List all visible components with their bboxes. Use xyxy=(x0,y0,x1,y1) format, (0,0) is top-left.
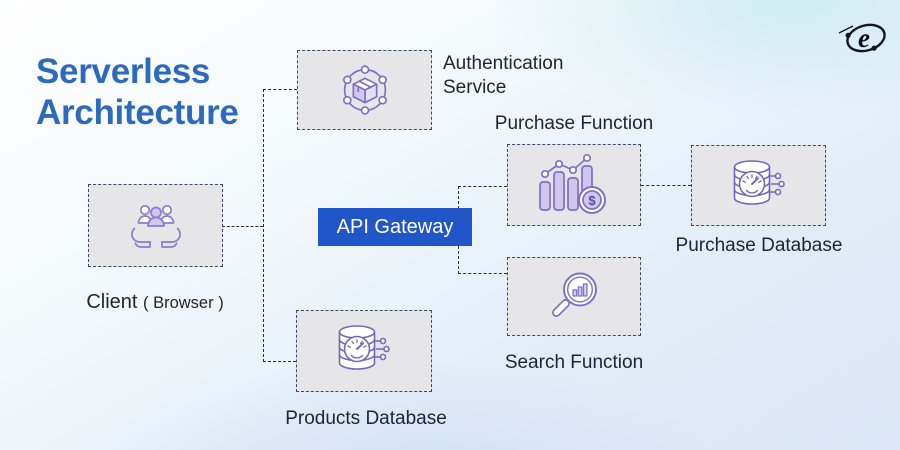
search-function-label: Search Function xyxy=(504,352,644,373)
search-analytics-icon xyxy=(552,272,597,317)
people-in-hands-icon xyxy=(130,204,181,248)
database-gauge-icon xyxy=(733,159,785,205)
client-label: Client ( Browser ) xyxy=(55,290,255,315)
products-database-label: Products Database xyxy=(285,408,447,429)
connector-to-auth-service xyxy=(263,89,297,90)
search-function-node xyxy=(507,257,641,336)
authentication-service-label: Authentication Service xyxy=(443,53,564,98)
orbit-e-logo-icon: e xyxy=(838,23,886,53)
purchase-function-node: $ xyxy=(507,144,641,226)
connector-from-client xyxy=(222,226,263,227)
client-label-main: Client xyxy=(86,291,138,313)
brand-logo: e xyxy=(838,12,894,65)
title-line-1: Serverless xyxy=(36,52,211,91)
bar-chart-dollar-icon: $ xyxy=(539,154,606,214)
purchase-database-node xyxy=(691,145,826,226)
page-title: Serverless Architecture xyxy=(36,52,239,133)
purchase-database-label: Purchase Database xyxy=(675,235,843,256)
dollar-symbol: $ xyxy=(588,193,596,208)
connector-left-trunk xyxy=(263,89,264,362)
products-database-node xyxy=(296,310,432,392)
client-label-sub: ( Browser ) xyxy=(143,294,224,312)
title-line-2: Architecture xyxy=(36,92,239,132)
purchase-function-label: Purchase Function xyxy=(494,113,654,134)
connector-to-purchase-function xyxy=(458,186,507,187)
connector-to-products-database xyxy=(263,361,296,362)
connector-to-search-function xyxy=(458,273,507,274)
database-gauge-icon xyxy=(338,325,390,370)
logo-letter: e xyxy=(858,23,870,53)
connector-purchase-to-database xyxy=(641,185,691,186)
authentication-service-node xyxy=(297,50,432,130)
api-gateway-button: API Gateway xyxy=(318,208,472,246)
client-node xyxy=(88,184,223,267)
package-network-icon xyxy=(342,65,387,115)
